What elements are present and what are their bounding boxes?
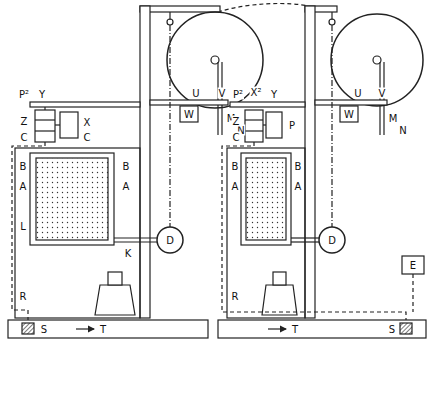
rod xyxy=(331,25,332,227)
part-letter: P² xyxy=(232,89,244,100)
part-letter: W xyxy=(343,109,355,120)
battery xyxy=(402,256,424,274)
direction-arrow xyxy=(76,328,94,329)
wire xyxy=(12,142,45,322)
mechanism-part xyxy=(55,124,60,125)
part-letter: Z xyxy=(20,116,29,127)
mechanism-part xyxy=(245,130,263,131)
frame-a xyxy=(241,153,291,245)
part-letter: A xyxy=(122,181,131,192)
strip xyxy=(379,62,380,135)
direction-arrow xyxy=(268,328,286,329)
wire xyxy=(222,142,406,323)
part-letter: T xyxy=(291,324,299,335)
cabinet xyxy=(227,148,305,318)
part-letter: U xyxy=(191,88,200,99)
column xyxy=(140,6,150,318)
pedestal xyxy=(262,285,297,315)
w-box xyxy=(340,106,358,122)
top-arm xyxy=(140,6,220,12)
part-letter: E xyxy=(409,260,417,271)
wheel xyxy=(167,12,263,108)
part-letter: N xyxy=(398,125,407,136)
strip xyxy=(221,62,222,135)
part-letter: D xyxy=(327,235,337,246)
part-letter: T xyxy=(99,324,107,335)
pedestal xyxy=(95,285,135,315)
weight xyxy=(157,227,183,253)
wire xyxy=(412,274,413,312)
part-letter: A xyxy=(231,181,240,192)
arm-k xyxy=(291,241,319,242)
dotted-box-b xyxy=(246,158,286,240)
part-letter: B xyxy=(231,161,240,172)
arm-k xyxy=(114,241,157,242)
part-letter: V xyxy=(218,88,227,99)
mechanism xyxy=(245,110,263,142)
part-letter: X xyxy=(83,117,92,128)
part-letter: B xyxy=(294,161,303,172)
column xyxy=(305,6,315,318)
part-letter: B xyxy=(19,161,28,172)
part-letter: M xyxy=(388,113,399,124)
bracket xyxy=(230,102,305,107)
hatched-block xyxy=(22,323,34,334)
part-letter: V xyxy=(378,88,387,99)
part-letter: Y xyxy=(38,89,46,100)
cross-bar xyxy=(150,100,228,105)
pulley xyxy=(329,19,335,25)
link-wire xyxy=(218,4,308,12)
part-letter: Y xyxy=(270,89,278,100)
pedestal-top xyxy=(108,272,122,285)
part-letter: S xyxy=(388,324,396,335)
dotted-box-b xyxy=(36,158,108,240)
part-letter: W xyxy=(183,109,195,120)
part-letter: A xyxy=(294,181,303,192)
arm-k xyxy=(114,237,157,238)
bench xyxy=(8,320,208,338)
part-letter: B xyxy=(122,161,131,172)
mechanism xyxy=(266,112,282,138)
mechanism-part xyxy=(245,119,263,120)
hatched-block xyxy=(400,323,412,334)
strip xyxy=(217,62,218,135)
part-letter: D xyxy=(165,235,175,246)
arm-k xyxy=(291,237,319,238)
part-letter: R xyxy=(231,291,240,302)
pulley xyxy=(167,19,173,25)
mechanism-part xyxy=(35,130,55,131)
wheel xyxy=(331,14,423,106)
part-letter: X² xyxy=(250,87,263,98)
weight xyxy=(319,227,345,253)
part-letter: A xyxy=(19,181,28,192)
part-letter: U xyxy=(353,88,362,99)
bench xyxy=(218,320,426,338)
part-letter: C xyxy=(232,132,241,143)
mechanism-part xyxy=(35,119,55,120)
rod xyxy=(169,25,170,227)
cabinet xyxy=(15,148,140,318)
mechanism xyxy=(35,110,55,142)
frame-a xyxy=(30,153,114,245)
part-letter: R xyxy=(19,291,28,302)
mechanism-part xyxy=(44,107,45,110)
bracket xyxy=(30,102,140,107)
mechanism xyxy=(60,112,78,138)
pedestal-top xyxy=(273,272,286,285)
part-letter: P xyxy=(288,120,296,131)
part-letter: Z xyxy=(232,116,241,127)
cross-bar xyxy=(315,100,387,105)
part-letter: L xyxy=(19,221,27,232)
part-letter: P² xyxy=(18,89,30,100)
mechanism-part xyxy=(263,124,266,125)
strip xyxy=(383,62,384,135)
part-letter: C xyxy=(83,132,92,143)
part-letter: C xyxy=(20,132,29,143)
part-letter: S xyxy=(40,324,48,335)
part-letter: K xyxy=(124,248,133,259)
w-box xyxy=(180,106,198,122)
